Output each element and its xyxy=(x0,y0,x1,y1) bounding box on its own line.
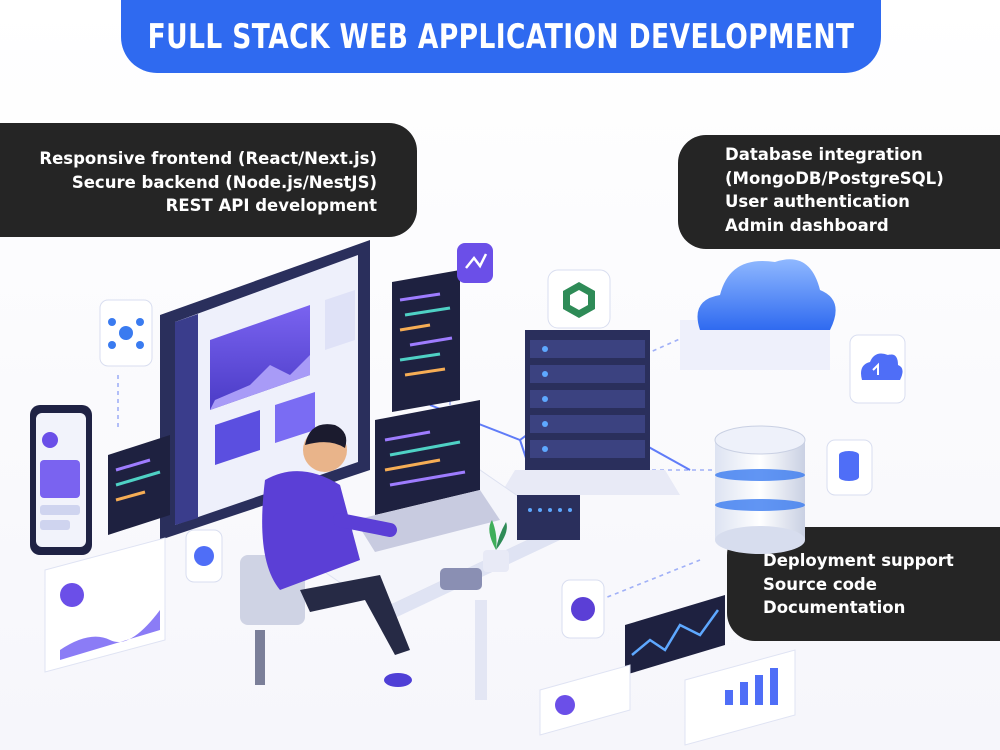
feature-source-code: Source code xyxy=(763,574,877,594)
database-icon xyxy=(714,425,806,554)
feature-frontend: Responsive frontend (React/Next.js) xyxy=(39,149,377,168)
line-chart-card-icon xyxy=(625,595,725,675)
database-card-icon xyxy=(826,439,873,496)
phone-on-desk-icon xyxy=(440,568,482,590)
toggle-card-icon xyxy=(185,529,223,583)
server-rack-icon xyxy=(500,330,680,495)
deployment-panel: Deployment support Source code Documenta… xyxy=(727,527,1000,641)
analytics-chart-icon xyxy=(44,537,166,673)
globe-card-icon xyxy=(561,579,605,639)
plant-icon xyxy=(483,520,509,572)
router-icon xyxy=(517,495,580,540)
cloud-icon xyxy=(680,259,836,370)
code-card-icon xyxy=(108,435,170,535)
feature-database-types: (MongoDB/PostgreSQL) xyxy=(725,168,944,188)
code-icon xyxy=(392,270,460,412)
feature-database: Database integration xyxy=(725,145,923,164)
feature-rest-api: REST API development xyxy=(165,196,377,215)
feature-auth: User authentication xyxy=(725,192,910,211)
feature-deployment: Deployment support xyxy=(763,551,954,570)
cloud-upload-icon xyxy=(849,334,906,404)
feature-backend: Secure backend (Node.js/NestJS) xyxy=(71,172,377,192)
frontend-backend-panel: Responsive frontend (React/Next.js) Secu… xyxy=(0,123,417,237)
page-title: FULL STACK WEB APPLICATION DEVELOPMENT xyxy=(147,16,855,57)
feature-admin: Admin dashboard xyxy=(725,215,889,235)
database-auth-panel: Database integration (MongoDB/PostgreSQL… xyxy=(678,135,1000,249)
user-profile-card-icon xyxy=(539,664,631,736)
bar-chart-card-icon xyxy=(684,649,796,746)
developer-illustration xyxy=(30,240,906,746)
chart-badge-icon xyxy=(457,243,493,283)
feature-documentation: Documentation xyxy=(763,598,906,617)
title-banner: FULL STACK WEB APPLICATION DEVELOPMENT xyxy=(121,0,881,73)
network-node-icon xyxy=(99,299,153,367)
developer-at-laptop-icon xyxy=(240,424,412,687)
smartphone-icon xyxy=(30,405,92,555)
security-hexagon-icon xyxy=(547,269,611,329)
